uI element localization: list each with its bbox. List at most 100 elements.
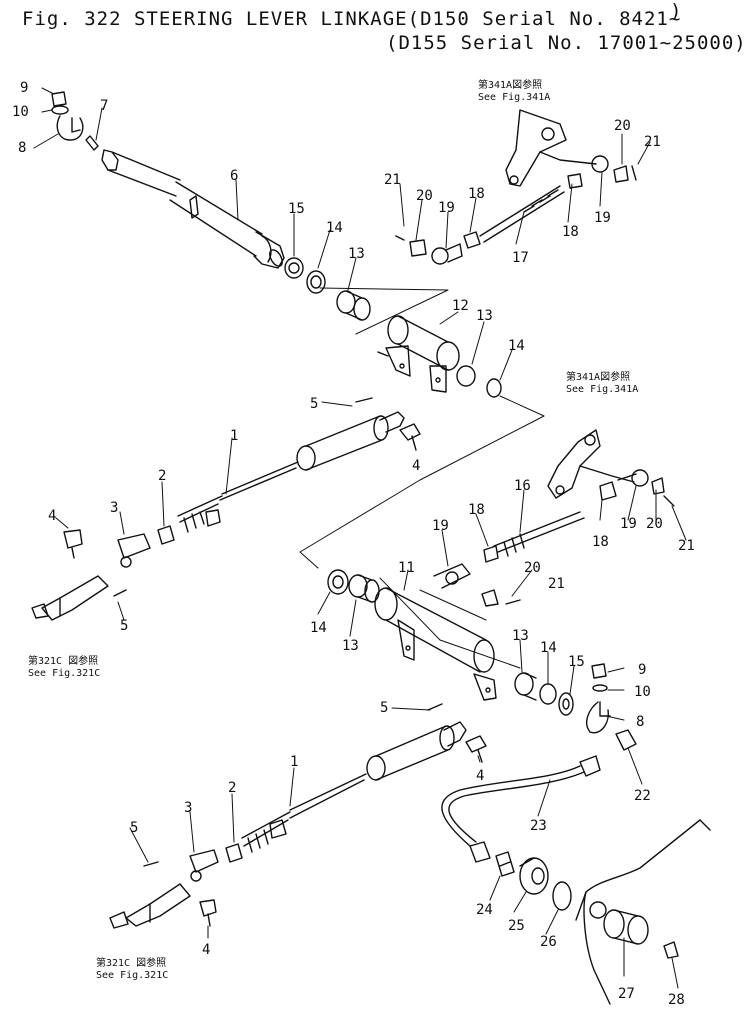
linkage-ref-321c-lower [109,883,191,929]
washer-part-15-lower [558,692,574,716]
pin-part-4-upper [399,423,421,451]
callout-12: 12 [452,298,469,314]
callout-20: 20 [524,560,541,576]
ring-part-26 [552,881,572,911]
clevis-part-19-upper [431,155,609,265]
callout-25: 25 [508,918,525,934]
callout-15: 15 [568,654,585,670]
pin-part-21-right-mid [663,495,675,507]
housing-part-12 [377,315,460,393]
callout-22: 22 [634,788,651,804]
ref-341a-upper-jp: 第341A図参照 [478,78,542,91]
callout-21: 21 [548,576,565,592]
elbow-part-22 [615,729,637,751]
pin-part-5-lower-left [143,861,159,867]
cable-part-23 [441,755,601,863]
bushing-part-13-upper [336,290,371,321]
callout-4: 4 [412,458,420,474]
serial-range-1: (D150 Serial No. 8421~ [407,8,682,30]
exploded-parts-diagram: 9 10 8 7 6 15 14 13 12 13 14 21 20 19 18… [12,78,711,1008]
callout-8: 8 [18,140,26,156]
callout-17: 17 [512,250,529,266]
ref-341a-lower: See Fig.341A [566,384,638,395]
callout-5: 5 [130,820,138,836]
bolt-assembly-upper [51,91,99,151]
callout-19: 19 [432,518,449,534]
callout-20: 20 [614,118,631,134]
pin-part-21-upper [395,235,405,241]
nut-part-20-right-mid [651,477,665,495]
shaft-part-6 [101,149,285,269]
callout-1: 1 [290,754,298,770]
ref-321c-upper-jp: 第321C 図参照 [28,654,98,667]
nut-part-20-mid [481,589,499,607]
nut-part-18-upper [463,231,481,249]
callout-2: 2 [228,780,236,796]
callout-26: 26 [540,934,557,950]
ref-321c-lower: See Fig.321C [96,970,168,981]
callout-14: 14 [326,220,343,236]
bushing-part-13-lower [514,672,537,701]
callout-1: 1 [230,428,238,444]
callout-13: 13 [476,308,493,324]
case-panel [575,819,711,1005]
figure-title: STEERING LEVER LINKAGE [133,8,408,30]
callout-2: 2 [158,468,166,484]
screw-part-28 [663,941,679,959]
nut-part-20-right [613,165,629,183]
callout-15: 15 [288,201,305,217]
callout-13: 13 [342,638,359,654]
cylinder-part-1-lower [241,721,467,853]
callout-28: 28 [668,992,685,1008]
callout-3: 3 [184,800,192,816]
clevis-part-19-mid [433,563,471,589]
callout-18: 18 [468,502,485,518]
callout-27: 27 [618,986,635,1002]
nut-part-2-lower [225,843,243,863]
callout-16: 16 [514,478,531,494]
callout-9: 9 [20,80,28,96]
ref-341a-upper: See Fig.341A [478,92,550,103]
callout-7: 7 [100,98,108,114]
callout-3: 3 [110,500,118,516]
callout-14: 14 [508,338,525,354]
nut-part-20-upper [409,239,427,257]
pin-part-5-upper [355,397,373,403]
callout-21: 21 [384,172,401,188]
callout-19: 19 [438,200,455,216]
plug-part-27 [603,909,649,945]
washer-part-15-upper [284,257,304,279]
callout-4: 4 [48,508,56,524]
pin-part-21-right [631,165,637,181]
callout-24: 24 [476,902,493,918]
adapter-part-24 [495,851,515,877]
serial-range-2: (D155 Serial No. 17001~25000) [386,32,746,54]
callout-14: 14 [310,620,327,636]
bolt-assembly-lower [586,663,611,734]
ref-321c-lower-jp: 第321C 図参照 [96,956,166,969]
ref-321c-upper: See Fig.321C [28,668,100,679]
callout-20: 20 [416,188,433,204]
ref-341a-lower-jp: 第341A図参照 [566,370,630,383]
callout-14: 14 [540,640,557,656]
callout-10: 10 [12,104,29,120]
bearing-part-14-lower [539,683,557,705]
lever-ref-341a-lower [547,429,635,499]
pin-part-21-mid [505,599,521,605]
callout-21: 21 [678,538,695,554]
bearing-part-14-lower-left [327,569,349,595]
callout-10: 10 [634,684,651,700]
callout-23: 23 [530,818,547,834]
rod-part-17 [479,185,565,243]
bushing-part-13-mid [456,365,476,387]
callout-20: 20 [646,516,663,532]
nut-part-18-right-mid [599,481,617,501]
nut-part-18-right [567,173,583,189]
callout-21: 21 [644,134,661,150]
callout-8: 8 [636,714,644,730]
linkage-ref-321c-upper [31,575,109,621]
bearing-part-14-mid [486,378,502,398]
figure-title-line: Fig. 322 STEERING LEVER LINKAGE(D150 Ser… [22,8,681,30]
center-lines [299,287,545,669]
nut-part-2-upper [157,525,175,545]
